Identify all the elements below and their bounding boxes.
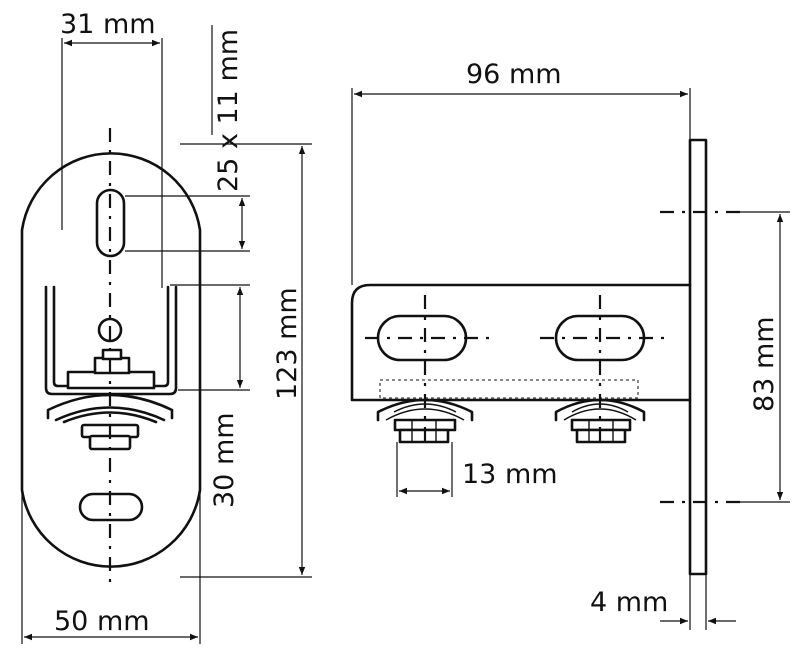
dim-50mm-label: 50 mm [54, 606, 150, 637]
upper-slot [95, 188, 126, 258]
side-view: 96 mm 83 mm 13 mm 4 mm [350, 59, 790, 630]
bracket-arm [350, 283, 692, 402]
hidden-channel [379, 379, 639, 399]
dim-30mm-label: 30 mm [209, 412, 240, 508]
dim-31mm-label: 31 mm [60, 9, 156, 40]
inner-plate [66, 370, 156, 390]
dim-96mm-label: 96 mm [466, 59, 562, 90]
nut-cap [101, 348, 123, 361]
dim-4mm-label: 4 mm [590, 587, 668, 618]
dim-slot-label: 25 x 11 mm [213, 29, 244, 192]
dim-83mm-label: 83 mm [749, 316, 780, 412]
round-hole [97, 317, 123, 343]
dim-123mm-label: 123 mm [272, 287, 303, 400]
front-view: 31 mm 25 x 11 mm 30 mm 123 mm 50 mm [20, 9, 312, 644]
wall-plate [688, 138, 708, 576]
clip-left [376, 398, 474, 444]
dim-13mm-label: 13 mm [462, 459, 558, 490]
